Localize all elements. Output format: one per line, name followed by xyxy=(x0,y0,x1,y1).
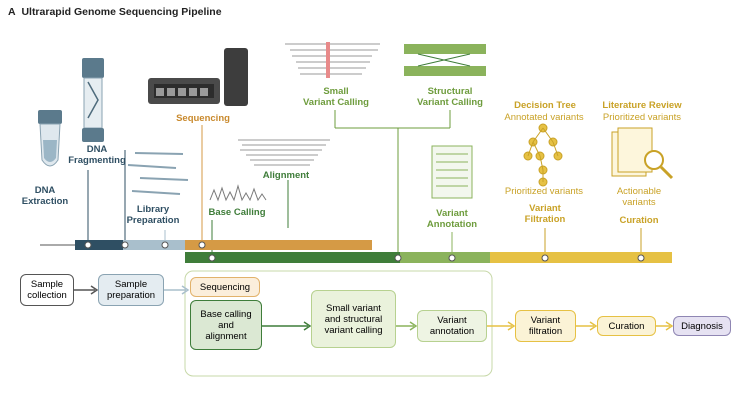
label-filtration-l2: Filtration xyxy=(524,214,566,225)
bar-analysis xyxy=(185,252,400,263)
label-dna-extraction-l1: DNA xyxy=(34,185,56,196)
timeline-bars xyxy=(40,240,672,263)
label-actionable-l2: variants xyxy=(622,197,656,208)
label-small-l1: Small xyxy=(323,86,349,97)
box-filtration-l2: filtration xyxy=(528,326,563,337)
library-strands-icon xyxy=(127,152,189,195)
label-dna-extraction-l2: Extraction xyxy=(21,196,69,207)
sequencing-group-frame xyxy=(184,270,493,377)
label-structural-l1: Structural xyxy=(427,86,473,97)
alignment-reads-icon xyxy=(238,139,330,166)
box-filtration-l1: Variant xyxy=(530,315,561,326)
bar-library xyxy=(123,240,185,250)
annotation-document-icon xyxy=(431,145,473,199)
label-alignment: Alignment xyxy=(262,170,310,181)
label-annotation-l2: Annotation xyxy=(426,219,478,230)
label-small-l2: Variant Calling xyxy=(303,97,369,108)
label-prioritized-variants-right: Prioritized variants xyxy=(602,112,682,123)
label-filtration-l1: Variant xyxy=(529,203,561,214)
box-sample-prep-l1: Sample xyxy=(114,279,148,290)
label-library-preparation: Library Preparation xyxy=(120,204,186,226)
sequencer-icon xyxy=(148,48,248,106)
box-base-calling-l2: and xyxy=(218,319,234,331)
dna-extraction-tube-icon xyxy=(38,110,62,167)
bar-curation xyxy=(490,252,672,263)
box-small-l1: Small variant xyxy=(326,302,381,314)
label-dna-fragmenting-l1: DNA xyxy=(86,144,108,155)
label-literature-review: Literature Review xyxy=(602,100,682,111)
figure-title: A Ultrarapid Genome Sequencing Pipeline xyxy=(8,6,222,18)
box-diagnosis: Diagnosis xyxy=(673,316,731,336)
box-curation: Curation xyxy=(597,316,656,336)
label-prioritized-variants-left: Prioritized variants xyxy=(504,186,584,197)
box-sample-collection-l1: Sample xyxy=(30,279,64,290)
label-dna-fragmenting-l2: Fragmenting xyxy=(68,155,126,166)
label-sequencing: Sequencing xyxy=(176,113,230,124)
dna-fragmenting-tube-icon xyxy=(82,58,104,142)
label-base-calling: Base Calling xyxy=(208,207,266,218)
label-structural-l2: Variant Calling xyxy=(417,97,483,108)
label-structural-variant-calling: Structural Variant Calling xyxy=(405,86,495,108)
box-small-l2: and structural xyxy=(324,313,383,325)
box-sequencing: Sequencing xyxy=(190,277,260,297)
label-annotation-l1: Variant xyxy=(436,208,468,219)
structural-variant-icon xyxy=(404,44,486,76)
bar-sequencing xyxy=(185,240,372,250)
box-small-l3: variant calling xyxy=(324,324,383,336)
small-variant-reads-icon xyxy=(285,42,380,78)
label-actionable-l1: Actionable xyxy=(616,186,662,197)
box-sample-prep-l2: preparation xyxy=(106,290,156,301)
literature-magnifier-icon xyxy=(611,127,674,180)
label-library-l1: Library xyxy=(136,204,170,215)
label-curation: Curation xyxy=(619,215,659,226)
label-dna-extraction: DNA Extraction xyxy=(20,185,70,207)
bar-dna-prep xyxy=(75,240,123,250)
label-dna-fragmenting: DNA Fragmenting xyxy=(62,144,132,166)
label-variant-annotation: Variant Annotation xyxy=(420,208,484,230)
panel-letter: A xyxy=(8,6,16,18)
chromatogram-icon xyxy=(209,184,267,202)
box-annotation-l1: Variant xyxy=(437,315,467,326)
label-annotated-variants: Annotated variants xyxy=(504,112,584,123)
box-sample-collection-l2: collection xyxy=(27,290,67,301)
flow-arrows xyxy=(74,285,674,331)
box-base-calling-l3: alignment xyxy=(205,330,247,342)
label-actionable-variants: Actionable variants xyxy=(604,186,674,208)
label-library-l2: Preparation xyxy=(126,215,180,226)
box-annotation-l2: annotation xyxy=(429,326,475,337)
title-text: Ultrarapid Genome Sequencing Pipeline xyxy=(21,6,222,18)
label-small-variant-calling: Small Variant Calling xyxy=(296,86,376,108)
box-base-calling-l1: Base calling xyxy=(200,308,252,320)
connector-lines xyxy=(87,110,642,258)
bar-annotation xyxy=(400,252,490,263)
decision-tree-icon xyxy=(523,123,563,187)
label-variant-filtration: Variant Filtration xyxy=(510,203,580,225)
label-decision-tree: Decision Tree xyxy=(514,100,576,111)
